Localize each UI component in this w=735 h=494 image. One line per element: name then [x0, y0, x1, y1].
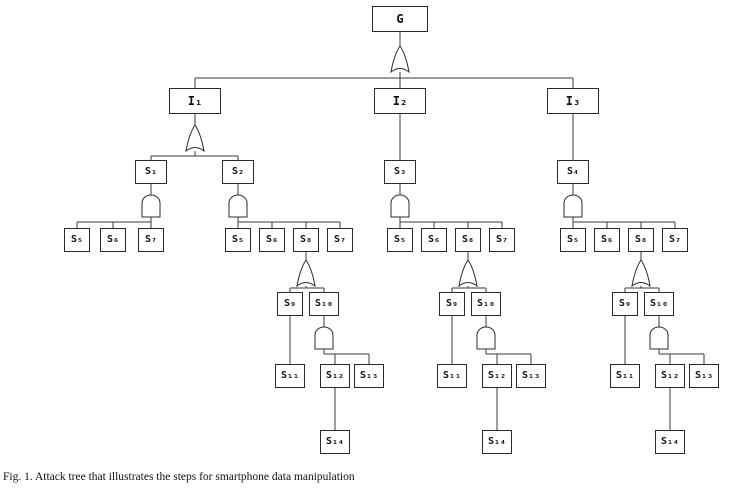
node-s10: S₁₀ — [471, 292, 501, 316]
node-s13: S₁₃ — [689, 364, 719, 388]
node-s2: S₂ — [222, 160, 254, 184]
node-s13: S₁₃ — [516, 364, 546, 388]
or-gate — [631, 259, 651, 287]
or-gate — [185, 124, 205, 152]
node-s3: S₃ — [384, 160, 416, 184]
node-s9: S₉ — [439, 292, 465, 316]
node-s14: S₁₄ — [655, 430, 685, 454]
connector-lines — [76, 184, 676, 228]
connector-lines — [451, 252, 532, 430]
and-gate — [228, 194, 248, 218]
node-s4: S₄ — [557, 160, 589, 184]
connector-lines — [289, 252, 370, 430]
node-s11: S₁₁ — [275, 364, 305, 388]
node-s5: S₅ — [387, 228, 413, 252]
connector-lines — [150, 32, 574, 160]
or-gate — [458, 259, 478, 287]
node-s6: S₆ — [421, 228, 447, 252]
and-gate — [390, 194, 410, 218]
and-gate — [314, 326, 334, 350]
node-s9: S₉ — [612, 292, 638, 316]
node-s7: S₇ — [489, 228, 515, 252]
node-s7: S₇ — [662, 228, 688, 252]
connector-lines — [624, 252, 705, 430]
and-gate — [649, 326, 669, 350]
node-s5: S₅ — [64, 228, 90, 252]
node-s10: S₁₀ — [644, 292, 674, 316]
node-s9: S₉ — [277, 292, 303, 316]
node-i3: I₃ — [547, 88, 599, 114]
node-s5: S₅ — [225, 228, 251, 252]
and-gate — [476, 326, 496, 350]
or-gate — [390, 45, 410, 73]
node-i1: I₁ — [169, 88, 221, 114]
node-s6: S₆ — [259, 228, 285, 252]
figure-caption: Fig. 1. Attack tree that illustrates the… — [3, 471, 355, 483]
node-s7: S₇ — [327, 228, 353, 252]
or-gate — [296, 259, 316, 287]
node-s6: S₆ — [100, 228, 126, 252]
node-s8: S₈ — [455, 228, 481, 252]
node-s8: S₈ — [293, 228, 319, 252]
node-g: G — [372, 6, 428, 32]
node-s14: S₁₄ — [482, 430, 512, 454]
node-s11: S₁₁ — [437, 364, 467, 388]
and-gate — [141, 194, 161, 218]
node-s5: S₅ — [560, 228, 586, 252]
node-s10: S₁₀ — [309, 292, 339, 316]
node-s8: S₈ — [628, 228, 654, 252]
node-s12: S₁₂ — [482, 364, 512, 388]
node-s14: S₁₄ — [320, 430, 350, 454]
and-gate — [563, 194, 583, 218]
node-i2: I₂ — [374, 88, 426, 114]
node-s13: S₁₃ — [354, 364, 384, 388]
node-s12: S₁₂ — [655, 364, 685, 388]
node-s6: S₆ — [594, 228, 620, 252]
node-s11: S₁₁ — [610, 364, 640, 388]
node-s12: S₁₂ — [320, 364, 350, 388]
node-s7: S₇ — [138, 228, 164, 252]
node-s1: S₁ — [135, 160, 167, 184]
